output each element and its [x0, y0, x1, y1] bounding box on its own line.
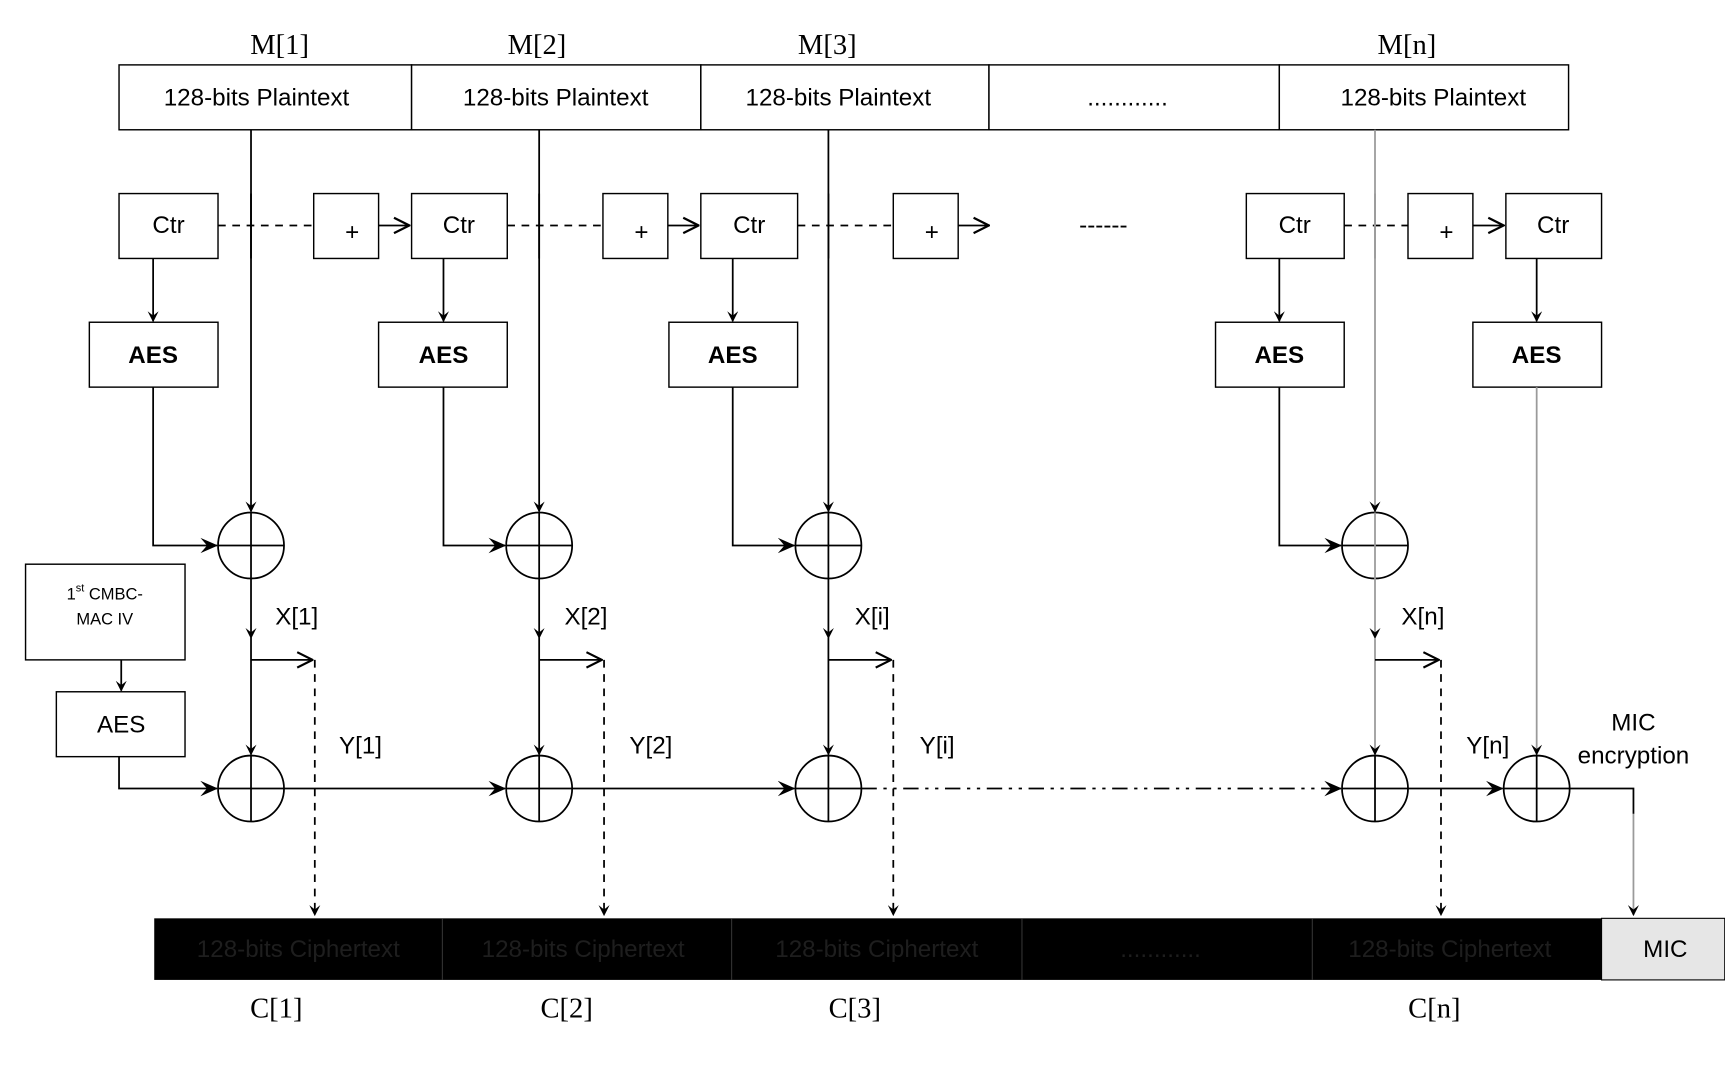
counter-chain: ------ [218, 212, 1504, 239]
aes-label: AES [97, 711, 145, 738]
xor-icon [794, 754, 863, 823]
aes-label: AES [128, 342, 178, 369]
plaintext-row: 128-bits Plaintext 128-bits Plaintext 12… [118, 64, 1570, 131]
message-label: M[2] [508, 30, 567, 61]
plus-label: + [634, 219, 648, 246]
xor-icon [1341, 511, 1409, 580]
counter-ellipsis: ------ [1079, 212, 1127, 239]
y-label: Y[2] [629, 732, 672, 759]
plaintext-block: 128-bits Plaintext [164, 85, 350, 112]
xor-icon [505, 754, 574, 823]
ciphertext-block: 128-bits Ciphertext [197, 936, 400, 963]
x-branches [245, 578, 1447, 917]
mic-label: MIC [1643, 936, 1687, 963]
ciphertext-block: 128-bits Ciphertext [775, 936, 978, 963]
plus-label: + [1439, 219, 1453, 246]
plaintext-block: 128-bits Plaintext [1341, 85, 1527, 112]
xor-icon [217, 754, 285, 823]
aes-boxes: AES AES AES AES AES [88, 321, 1603, 388]
aes-label: AES [708, 342, 758, 369]
iv-line2: MAC IV [76, 611, 133, 629]
x-label: X[1] [275, 604, 318, 631]
iv-ordinal: 1 [67, 585, 76, 603]
ctr-label: Ctr [1537, 212, 1569, 239]
message-label: M[n] [1378, 30, 1437, 61]
xor-icon [1502, 754, 1571, 823]
x-label: X[2] [564, 604, 607, 631]
y-label: Y[i] [920, 732, 955, 759]
cipher-label: C[n] [1408, 993, 1460, 1024]
cipher-label: C[3] [829, 993, 881, 1024]
plus-label: + [345, 219, 359, 246]
iv-ordinal-suffix: st [76, 583, 85, 595]
ciphertext-row: 128-bits Ciphertext 128-bits Ciphertext … [154, 917, 1725, 981]
plaintext-block: 128-bits Plaintext [746, 85, 932, 112]
aes-label: AES [1512, 342, 1562, 369]
xor-icon [505, 511, 574, 580]
plaintext-ellipsis: ............ [1087, 85, 1168, 112]
xor-upper [217, 511, 1409, 580]
ciphertext-ellipsis: ............ [1120, 936, 1201, 963]
cipher-label: C[1] [250, 993, 302, 1024]
ctr-label: Ctr [152, 212, 184, 239]
ctr-label: Ctr [1279, 212, 1311, 239]
message-label: M[1] [250, 30, 309, 61]
increment-boxes: + + + + [312, 192, 1474, 260]
counter-boxes: Ctr Ctr Ctr Ctr Ctr [118, 192, 1603, 260]
message-label: M[3] [798, 30, 857, 61]
plaintext-block: 128-bits Plaintext [463, 85, 649, 112]
y-label: Y[n] [1466, 732, 1509, 759]
ctr-label: Ctr [443, 212, 475, 239]
ciphertext-block: 128-bits Ciphertext [482, 936, 685, 963]
aes-label: AES [419, 342, 469, 369]
mic-encryption-label: encryption [1578, 742, 1690, 769]
mac-chain [118, 754, 1639, 917]
iv-box: 1st CMBC- MAC IV [24, 563, 186, 661]
svg-text:1st CMBC-: 1st CMBC- [67, 583, 143, 604]
x-label: X[n] [1401, 604, 1444, 631]
y-label: Y[1] [339, 732, 382, 759]
plus-label: + [925, 219, 939, 246]
ctr-label: Ctr [733, 212, 765, 239]
x-label: X[i] [855, 604, 890, 631]
aes-label: AES [1254, 342, 1304, 369]
mic-encryption-label: MIC [1611, 709, 1655, 736]
ciphertext-block: 128-bits Ciphertext [1348, 936, 1551, 963]
xor-icon [794, 511, 863, 580]
cipher-label: C[2] [540, 993, 592, 1024]
iv-line1: CMBC- [84, 585, 143, 603]
xor-icon [217, 511, 285, 580]
xor-icon [1341, 754, 1409, 823]
iv-aes-box [55, 691, 186, 758]
